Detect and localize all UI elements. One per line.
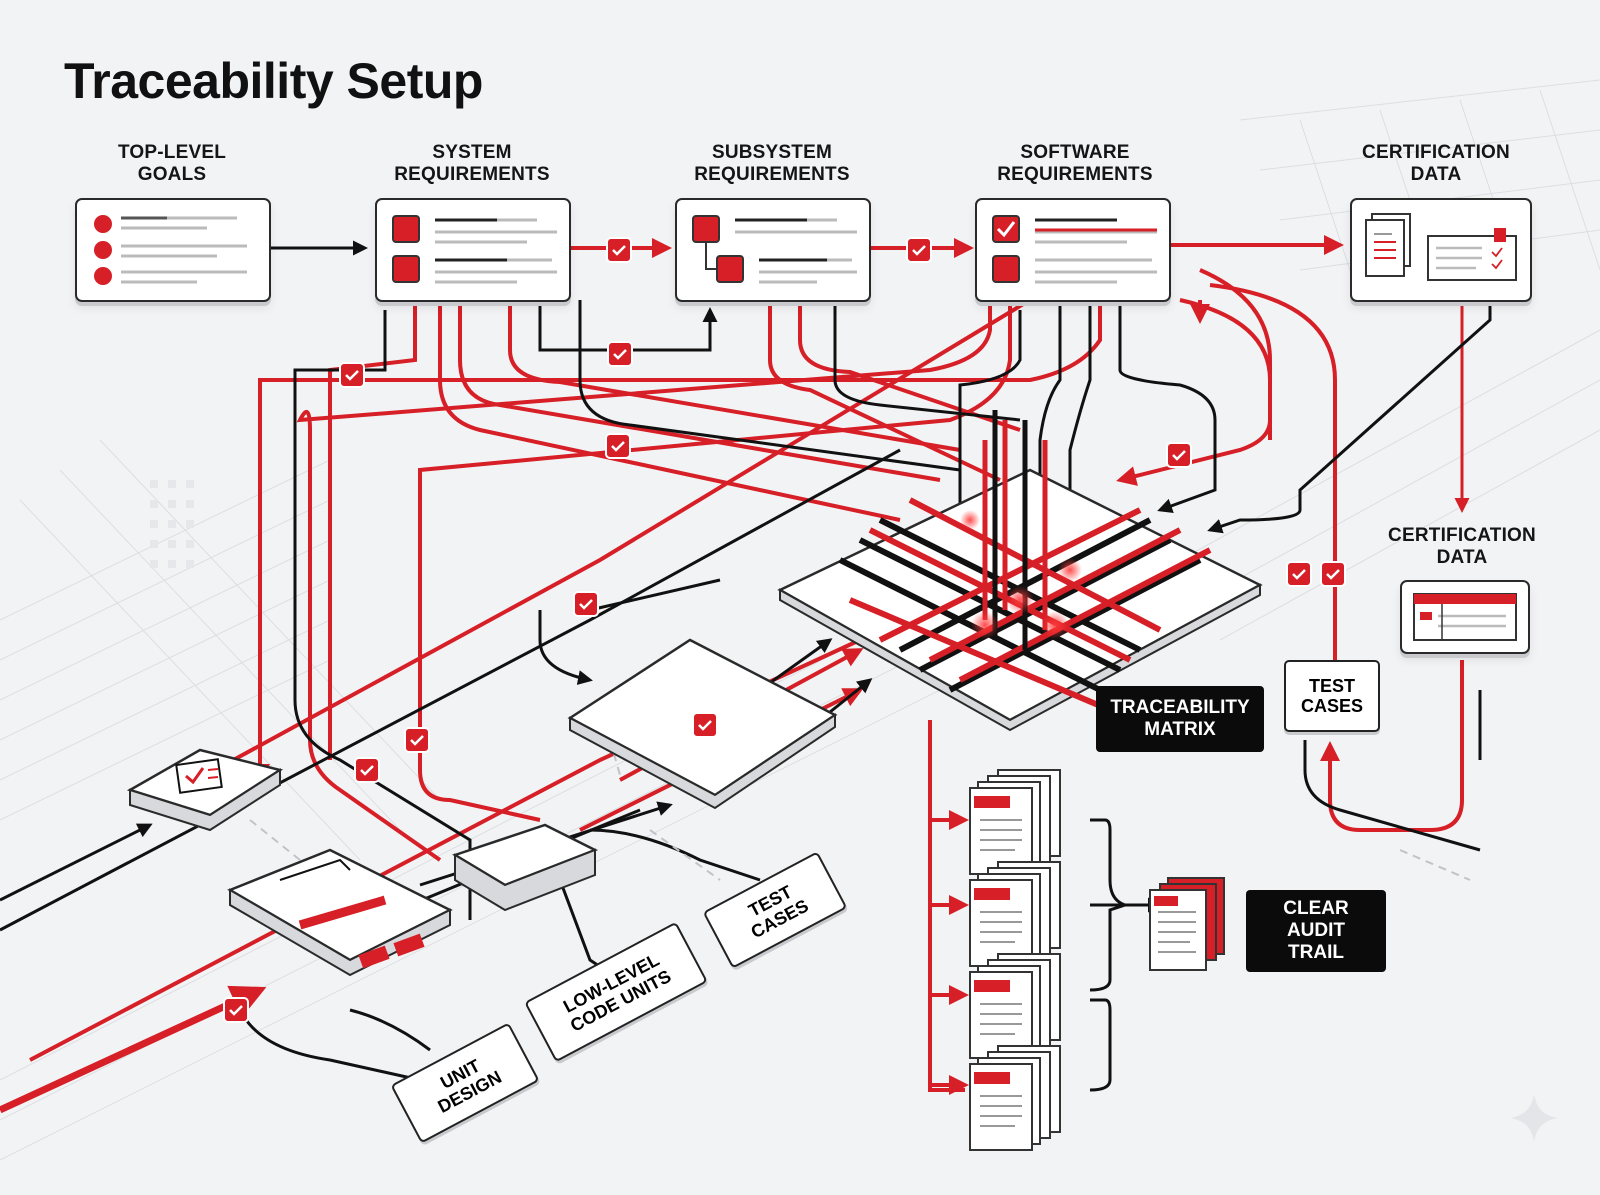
checklist-icon: [1413, 593, 1517, 641]
stacked-documents-icon: [969, 769, 1225, 1151]
page-title: Traceability Setup: [64, 53, 483, 109]
clipboard-block: [126, 748, 284, 832]
test-cases-right-label: TEST CASES: [1284, 660, 1380, 732]
checkbox-icon: [992, 215, 1157, 284]
label-subsystem-requirements: SUBSYSTEM REQUIREMENTS: [694, 142, 850, 185]
subsystem-requirements-card: [675, 198, 871, 302]
label-certification-data: CERTIFICATION DATA: [1362, 142, 1510, 185]
check-badges: [223, 237, 1346, 1023]
clipboard-icon: [175, 758, 223, 794]
label-system-requirements: SYSTEM REQUIREMENTS: [394, 142, 550, 185]
sparkle-icon: [1510, 1094, 1558, 1142]
tree-icon: [692, 215, 857, 284]
document-icon: [1365, 213, 1517, 281]
label-top-level-goals: TOP-LEVEL GOALS: [117, 142, 227, 185]
checkbox-icon: [392, 215, 557, 284]
certification-data-card: [1350, 198, 1532, 302]
traceability-matrix: [777, 410, 1263, 732]
software-requirements-card: [975, 198, 1171, 302]
top-level-goals-card: [75, 198, 271, 302]
label-certification-data-secondary: CERTIFICATION DATA: [1388, 525, 1536, 568]
system-requirements-card: [375, 198, 571, 302]
label-software-requirements: SOFTWARE REQUIREMENTS: [997, 142, 1153, 185]
list-icon: [94, 215, 247, 285]
clear-audit-trail-label: CLEAR AUDIT TRAIL: [1246, 890, 1386, 972]
traceability-matrix-label: TRACEABILITY MATRIX: [1096, 686, 1264, 752]
code-block: [452, 823, 599, 912]
unit-block: [227, 848, 453, 977]
certification-data-secondary-card: [1400, 580, 1530, 654]
audit-document-icon: [1149, 877, 1225, 971]
